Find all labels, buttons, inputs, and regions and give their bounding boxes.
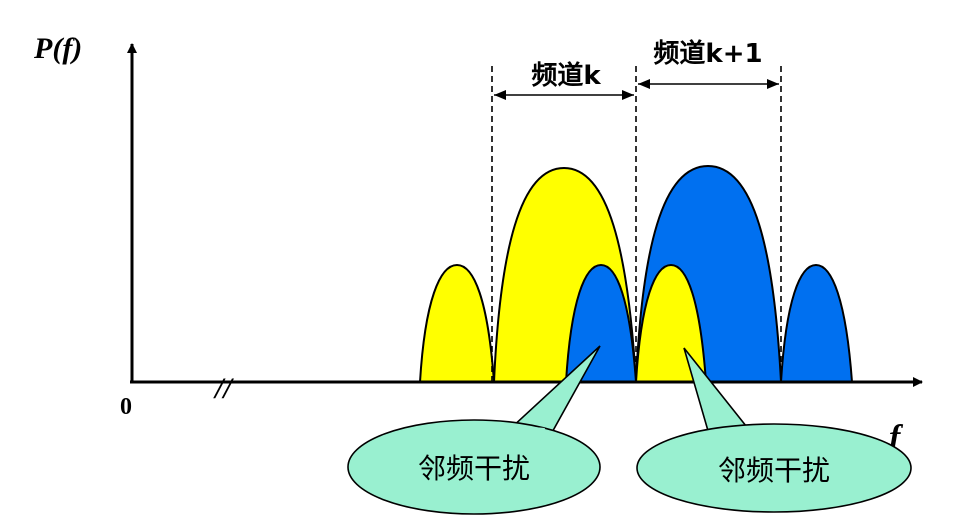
callout-bubble [347, 419, 601, 515]
channel-k1-left-sidelobe [564, 263, 638, 383]
arrowhead [638, 79, 650, 89]
callout-interference-left: 邻频干扰 [347, 345, 601, 515]
callout-seam-cover [714, 430, 762, 444]
channel-k-left-sidelobe [418, 263, 496, 383]
callout-interference-right: 邻频干扰 [636, 347, 912, 513]
channel-k1-right-sidelobe [779, 263, 854, 383]
callout-seam-cover [500, 424, 545, 442]
callout-text: 邻频干扰 [418, 452, 530, 485]
arrowhead [767, 79, 779, 89]
y-axis-label: P(f) [33, 32, 82, 65]
channel-boundaries [491, 66, 782, 382]
channel-k1-label: 频道k+1 [653, 38, 762, 69]
axis-break-mark: // [213, 372, 234, 405]
axes [127, 43, 923, 387]
origin-label: 0 [120, 394, 132, 420]
channel-width-arrows [494, 79, 779, 100]
callout-text: 邻频干扰 [718, 454, 830, 487]
callout-bubble [636, 423, 912, 513]
arrowhead [494, 90, 506, 100]
arrowhead [622, 90, 634, 100]
spectrum-lobes [418, 164, 854, 383]
channel-k-label: 频道k [531, 60, 601, 91]
